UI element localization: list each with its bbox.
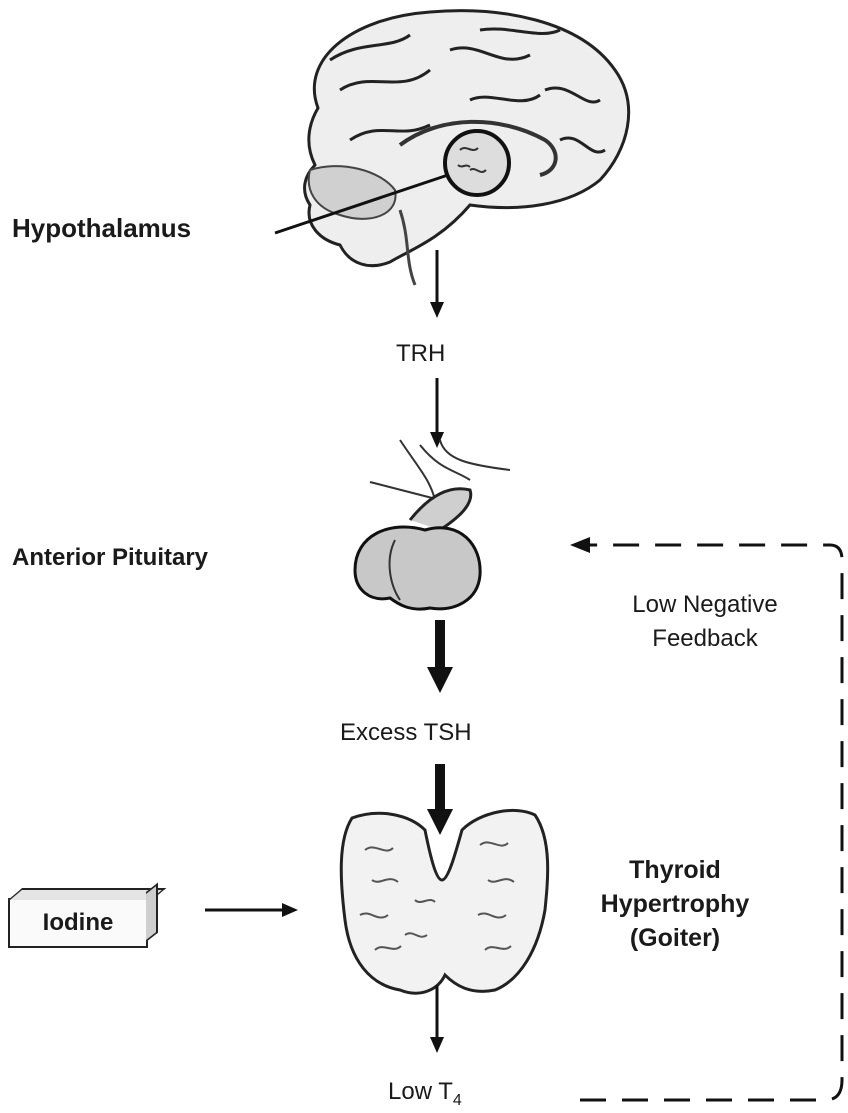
label-low-t4: Low T4 bbox=[388, 1078, 462, 1110]
label-anterior-pituitary: Anterior Pituitary bbox=[12, 544, 208, 572]
label-excess-tsh: Excess TSH bbox=[340, 719, 472, 747]
label-iodine: Iodine bbox=[43, 909, 114, 937]
iodine-box: Iodine bbox=[8, 898, 148, 948]
pituitary-gland-icon bbox=[355, 440, 510, 609]
label-low-negative-feedback: Low Negative Feedback bbox=[585, 588, 825, 656]
thyroid-line-3: (Goiter) bbox=[575, 921, 775, 955]
feedback-arrowhead bbox=[570, 537, 590, 553]
brain-icon bbox=[305, 11, 629, 285]
label-hypothalamus: Hypothalamus bbox=[12, 213, 191, 244]
label-thyroid-hypertrophy: Thyroid Hypertrophy (Goiter) bbox=[575, 853, 775, 955]
thyroid-gland-icon bbox=[341, 810, 547, 993]
label-trh: TRH bbox=[396, 340, 445, 368]
feedback-line-1: Low Negative bbox=[585, 588, 825, 622]
thyroid-line-2: Hypertrophy bbox=[575, 887, 775, 921]
feedback-line-2: Feedback bbox=[585, 622, 825, 656]
low-t4-base: Low T bbox=[388, 1078, 453, 1105]
low-t4-subscript: 4 bbox=[453, 1092, 462, 1109]
thyroid-line-1: Thyroid bbox=[575, 853, 775, 887]
